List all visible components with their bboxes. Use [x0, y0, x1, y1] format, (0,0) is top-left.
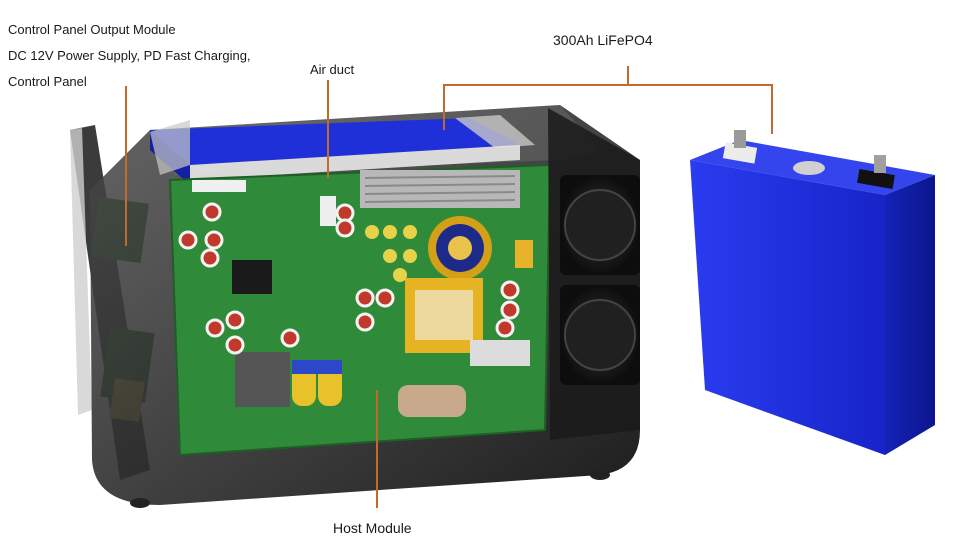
battery-label: 300Ah LiFePO4 [553, 32, 653, 48]
control-panel-title: Control Panel Output Module [8, 22, 176, 37]
leader-battery-right [771, 84, 773, 134]
battery-pack-inside [150, 115, 535, 185]
leader-battery-bar [443, 84, 773, 86]
host-module-pcb [168, 163, 552, 457]
leader-control-panel [125, 86, 127, 246]
leader-air-duct [327, 80, 329, 178]
leader-battery-left [443, 84, 445, 130]
cooling-fans [548, 108, 640, 440]
enclosure-feet [130, 470, 610, 508]
air-duct-label: Air duct [310, 62, 355, 77]
control-panel-features: DC 12V Power Supply, PD Fast Charging, [8, 48, 251, 63]
leader-battery-stem [627, 66, 629, 85]
lifepo4-cell [690, 130, 935, 455]
host-module-label: Host Module [333, 520, 412, 536]
control-panel-subtitle: Control Panel [8, 74, 87, 89]
control-panel-label: Control Panel Output Module DC 12V Power… [8, 17, 251, 95]
leader-host-module [376, 390, 378, 508]
